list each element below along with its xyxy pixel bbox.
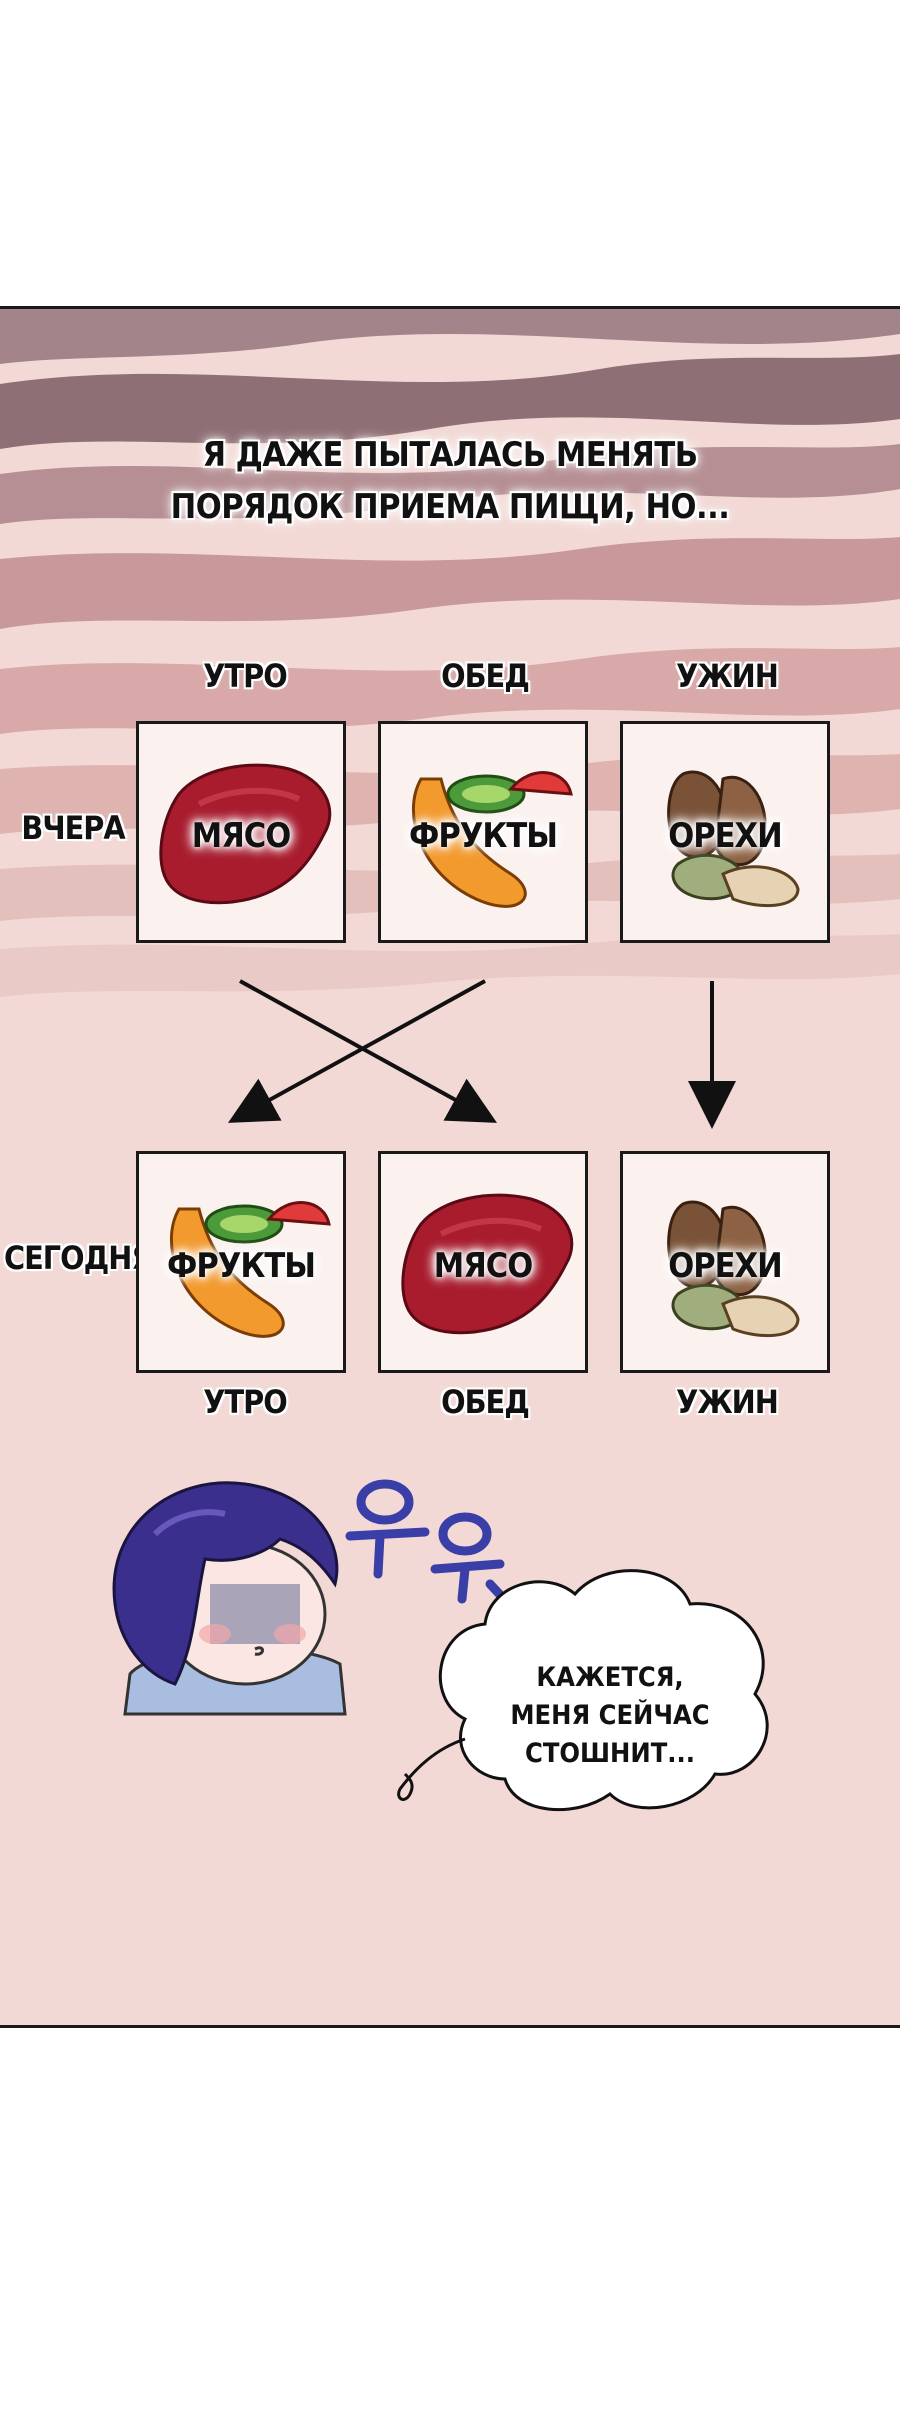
box-today-dinner: ОРЕХИ (620, 1151, 830, 1373)
nuts-icon (667, 1200, 800, 1338)
box-today-lunch: МЯСО (378, 1151, 588, 1373)
header-morning-top: УТРО (203, 657, 287, 695)
fruit-icon (169, 1201, 331, 1338)
header-dinner-bottom: УЖИН (676, 1383, 779, 1421)
speech-bubble (397, 1569, 769, 1812)
food-label: МЯСО (191, 816, 291, 856)
narration-caption: Я ДАЖЕ ПЫТАЛАСЬ МЕНЯТЬ ПОРЯДОК ПРИЕМА ПИ… (0, 429, 900, 533)
box-yesterday-dinner: ОРЕХИ (620, 721, 830, 943)
row-label-yesterday: ВЧЕРА (21, 809, 125, 847)
food-label: ОРЕХИ (668, 1246, 783, 1286)
food-label: ФРУКТЫ (409, 816, 558, 856)
box-yesterday-morning: МЯСО (136, 721, 346, 943)
speech-text: КАЖЕТСЯ, МЕНЯ СЕЙЧАС СТОШНИТ... (470, 1659, 750, 1773)
box-yesterday-lunch: ФРУКТЫ (378, 721, 588, 943)
row-label-today: СЕГОДНЯ (4, 1239, 154, 1277)
swap-arrows (227, 979, 736, 1129)
box-today-morning: ФРУКТЫ (136, 1151, 346, 1373)
comic-panel: Я ДАЖЕ ПЫТАЛАСЬ МЕНЯТЬ ПОРЯДОК ПРИЕМА ПИ… (0, 306, 900, 2028)
nuts-icon (667, 770, 800, 908)
caption-line-1: Я ДАЖЕ ПЫТАЛАСЬ МЕНЯТЬ (202, 435, 698, 475)
meat-icon (159, 763, 332, 905)
sound-effect-glyphs (345, 1479, 523, 1619)
speech-line-2: МЕНЯ СЕЙЧАС (510, 1700, 710, 1731)
food-label: МЯСО (433, 1246, 533, 1286)
speech-line-3: СТОШНИТ... (525, 1738, 695, 1769)
header-lunch-bottom: ОБЕД (441, 1383, 530, 1421)
chibi-character (112, 1481, 347, 1716)
food-label: ФРУКТЫ (167, 1246, 316, 1286)
caption-line-2: ПОРЯДОК ПРИЕМА ПИЩИ, НО... (170, 487, 730, 527)
speech-line-1: КАЖЕТСЯ, (536, 1662, 684, 1693)
header-dinner-top: УЖИН (676, 657, 779, 695)
header-morning-bottom: УТРО (203, 1383, 287, 1421)
meat-icon (401, 1193, 574, 1335)
food-label: ОРЕХИ (668, 816, 783, 856)
header-lunch-top: ОБЕД (441, 657, 530, 695)
fruit-icon (411, 771, 573, 908)
